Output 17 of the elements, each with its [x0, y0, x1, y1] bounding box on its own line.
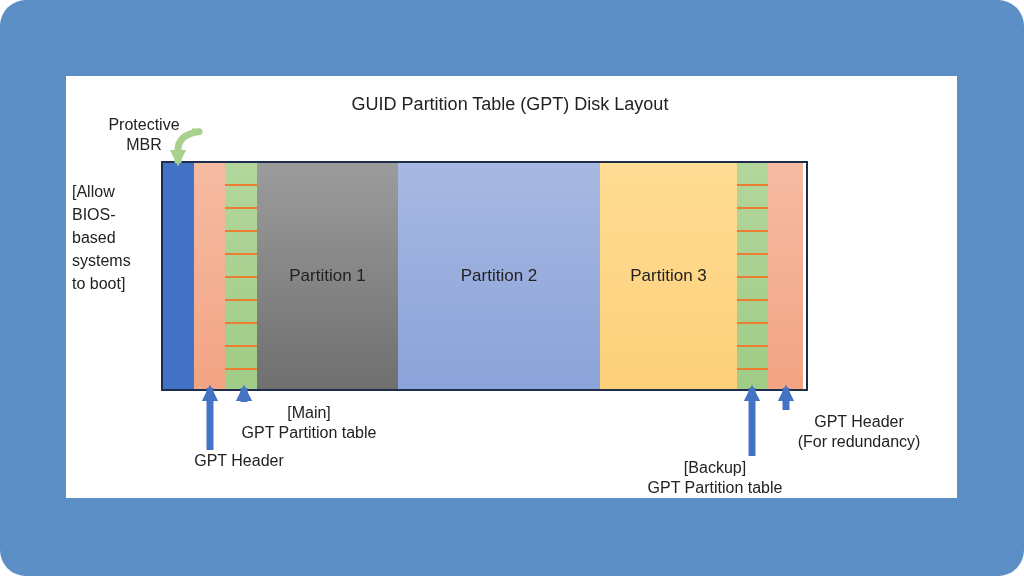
table-segment	[225, 163, 257, 389]
partition-name: Partition 3	[630, 266, 707, 286]
diagram-title: GUID Partition Table (GPT) Disk Layout	[350, 94, 670, 115]
partition-name: Partition 1	[289, 266, 366, 286]
partition-block	[257, 163, 398, 389]
annotation-text: [Backup] GPT Partition table	[630, 456, 800, 500]
disk-segment	[194, 163, 225, 389]
disk-segment	[163, 163, 194, 389]
partition-name: Partition 2	[460, 266, 538, 286]
disk-segment	[768, 163, 803, 389]
partition-block	[398, 163, 600, 389]
annotation-text: [Main] GPT Partition table	[228, 402, 390, 444]
annotation-text: GPT Header (For redundancy)	[784, 410, 934, 454]
partition-block	[600, 163, 737, 389]
note-text: [Allow BIOS-based systems to boot]	[72, 182, 132, 294]
annotation-text: GPT Header	[186, 450, 292, 472]
table-segment	[737, 163, 768, 389]
